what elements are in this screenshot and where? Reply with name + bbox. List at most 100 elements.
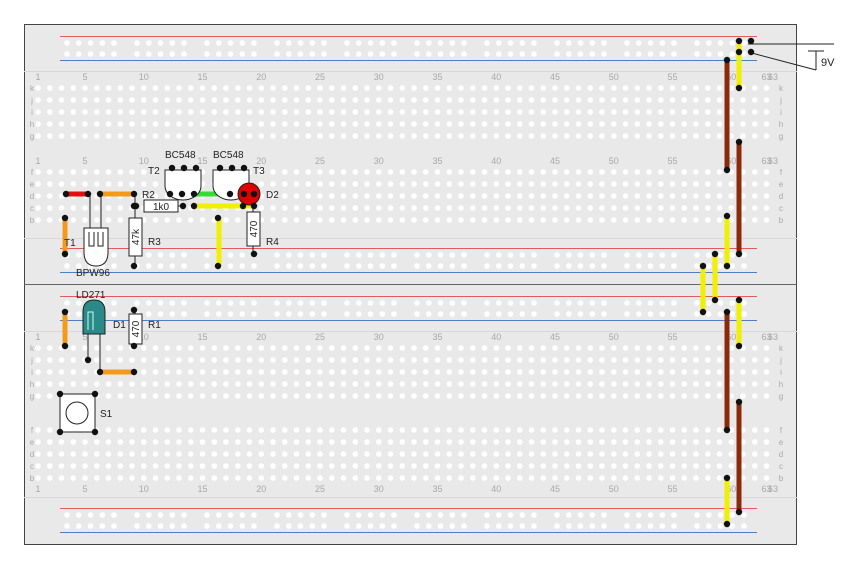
breadboard-hole xyxy=(376,345,382,351)
breadboard-hole xyxy=(752,217,758,223)
breadboard-hole xyxy=(141,475,147,481)
rail-hole xyxy=(146,40,152,46)
breadboard-hole xyxy=(282,463,288,469)
breadboard-hole xyxy=(752,369,758,375)
connection-dot xyxy=(190,202,198,210)
breadboard-hole xyxy=(235,393,241,399)
rail-hole xyxy=(461,523,467,529)
breadboard-hole xyxy=(376,217,382,223)
rail-hole xyxy=(717,512,724,518)
breadboard-hole xyxy=(293,133,300,139)
breadboard-hole xyxy=(152,463,159,469)
breadboard-hole xyxy=(505,121,511,127)
breadboard-hole xyxy=(658,439,664,445)
breadboard-hole xyxy=(705,193,711,199)
rail-hole xyxy=(694,51,700,57)
breadboard-hole xyxy=(282,205,288,211)
breadboard-hole xyxy=(622,451,629,457)
breadboard-hole xyxy=(611,475,617,481)
breadboard-hole xyxy=(587,85,594,91)
breadboard-hole xyxy=(716,169,723,175)
row-letter: g xyxy=(779,132,783,141)
rail-hole xyxy=(729,300,736,306)
rail-hole xyxy=(671,300,677,306)
breadboard-hole xyxy=(305,181,312,187)
t1-type-label: BPW96 xyxy=(76,268,110,279)
breadboard-hole xyxy=(235,85,241,91)
breadboard-hole xyxy=(352,109,359,115)
breadboard-hole xyxy=(305,217,312,223)
breadboard-hole xyxy=(235,369,241,375)
breadboard-hole xyxy=(258,357,265,363)
breadboard-hole xyxy=(141,169,147,175)
breadboard-hole xyxy=(611,357,617,363)
r3-label: R3 xyxy=(148,237,161,248)
breadboard-hole xyxy=(669,85,676,91)
breadboard-hole xyxy=(728,217,735,223)
breadboard-hole xyxy=(94,169,100,175)
breadboard-hole xyxy=(317,369,323,375)
breadboard-hole xyxy=(552,393,558,399)
rail-hole xyxy=(566,300,572,306)
breadboard-hole xyxy=(117,345,124,351)
row-letter: k xyxy=(30,84,35,93)
breadboard-hole xyxy=(705,381,711,387)
breadboard-hole xyxy=(705,133,711,139)
breadboard-hole xyxy=(376,121,382,127)
breadboard-hole xyxy=(47,475,53,481)
breadboard-hole xyxy=(716,205,723,211)
breadboard-hole xyxy=(293,97,300,103)
breadboard-hole xyxy=(587,451,594,457)
breadboard-hole xyxy=(329,439,335,445)
breadboard-hole xyxy=(188,475,194,481)
breadboard-hole xyxy=(458,181,464,187)
breadboard-hole xyxy=(105,169,112,175)
breadboard-hole xyxy=(246,121,253,127)
breadboard-hole xyxy=(387,463,394,469)
rail-hole xyxy=(426,300,432,306)
breadboard-hole xyxy=(646,381,652,387)
breadboard-hole xyxy=(293,475,300,481)
row-letter: g xyxy=(779,392,783,401)
breadboard-hole xyxy=(423,205,429,211)
rail-hole xyxy=(379,40,386,46)
rail-hole xyxy=(344,523,350,529)
row-letter: f xyxy=(31,168,34,177)
connection-dot xyxy=(735,250,743,258)
breadboard-hole xyxy=(423,463,429,469)
breadboard-hole xyxy=(364,475,370,481)
breadboard-hole xyxy=(246,357,253,363)
breadboard-hole xyxy=(282,217,288,223)
breadboard-hole xyxy=(387,193,394,199)
breadboard-hole xyxy=(669,169,676,175)
rail-hole xyxy=(321,51,327,57)
breadboard-hole xyxy=(117,205,124,211)
breadboard-hole xyxy=(575,121,582,127)
breadboard-hole xyxy=(634,193,641,199)
breadboard-hole xyxy=(434,451,441,457)
rail-hole xyxy=(367,263,374,269)
rail-hole xyxy=(414,512,420,518)
breadboard-hole xyxy=(669,217,676,223)
breadboard-hole xyxy=(611,451,617,457)
breadboard-hole xyxy=(399,427,406,433)
breadboard-hole xyxy=(517,181,523,187)
breadboard-hole xyxy=(223,451,229,457)
rail-hole xyxy=(239,263,246,269)
breadboard-hole xyxy=(446,97,453,103)
breadboard-hole xyxy=(763,393,770,399)
breadboard-hole xyxy=(35,109,41,115)
breadboard-hole xyxy=(693,181,699,187)
breadboard-hole xyxy=(141,181,147,187)
breadboard-hole xyxy=(235,439,241,445)
connection-dot xyxy=(132,202,140,210)
rail-hole xyxy=(157,512,164,518)
breadboard-hole xyxy=(611,109,617,115)
breadboard-hole xyxy=(716,181,723,187)
breadboard-hole xyxy=(188,121,194,127)
rail-hole xyxy=(741,512,747,518)
breadboard-hole xyxy=(752,97,758,103)
rail-hole xyxy=(391,512,397,518)
column-number: 35 xyxy=(432,72,442,82)
rail-hole xyxy=(437,40,444,46)
